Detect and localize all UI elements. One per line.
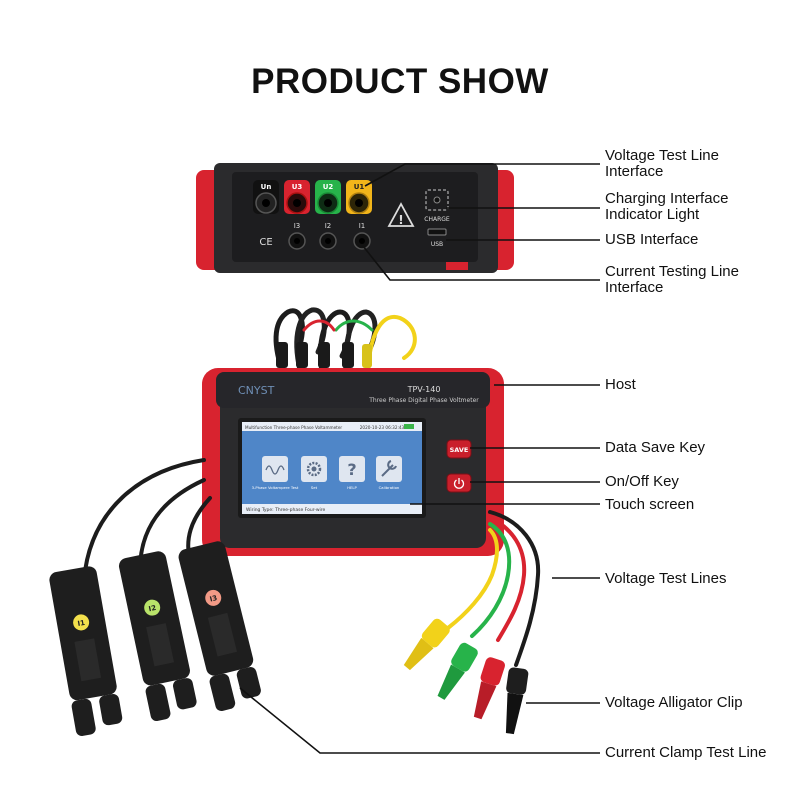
voltage-test-lines [446,510,541,667]
callout-on-off-key: On/Off Key [605,474,679,490]
model-name: TPV-140 [407,385,441,394]
touch-screen[interactable]: Multifunction Three-phase Phase Voltamme… [238,418,426,518]
callout-charging-interface: Charging Interface Indicator Light [605,191,728,223]
jack-label-un: Un [261,183,272,191]
device-top-panel: Un U3 U2 U1 I3 I2 I1 CE [196,163,514,273]
callout-line: Voltage Test Line [605,147,719,164]
menu-tile-help[interactable]: ? HELP [339,456,365,490]
menu-tile-set[interactable]: Set [301,456,327,490]
menu-label-set: Set [311,485,318,490]
top-cables [273,307,417,375]
voltage-jack-un [253,180,279,214]
usb-label: USB [431,241,443,248]
brand-logo: CNYST [238,384,275,397]
menu-tile-voltampere[interactable]: 3-Phase Voltampere Test [252,456,299,490]
callout-current-testing-line-interface: Current Testing Line Interface [605,264,739,296]
current-jack-i3 [288,232,306,250]
callout-current-clamp-test-line: Current Clamp Test Line [605,745,766,761]
callout-leader-lines [239,163,600,754]
callout-line: USB Interface [605,231,699,248]
charge-label: CHARGE [424,216,450,223]
jack-label-i1: I1 [359,222,366,230]
model-subtitle: Three Phase Digital Phase Voltmeter [368,397,479,404]
question-icon: ? [347,460,356,479]
callout-line: Host [605,376,636,393]
alligator-clip-yellow [403,618,450,671]
voltage-jack-u1 [346,180,372,214]
callout-line: Voltage Test Lines [605,570,727,587]
host-device: CNYST TPV-140 Three Phase Digital Phase … [202,368,504,556]
current-jack-i1 [353,232,371,250]
callout-line: On/Off Key [605,473,679,490]
warning-icon: ! [387,202,415,227]
current-jack-i2 [319,232,337,250]
save-button[interactable]: SAVE [446,439,472,459]
jack-label-u1: U1 [354,183,365,191]
wrench-icon [381,460,397,477]
battery-icon [404,424,414,429]
menu-label-voltampere: 3-Phase Voltampere Test [252,485,299,490]
callout-line: Data Save Key [605,439,706,456]
callout-line: Touch screen [605,496,695,513]
callout-line: Interface [605,279,664,296]
jack-label-u2: U2 [323,183,334,191]
callout-host: Host [605,377,636,393]
power-icon [453,478,465,489]
gear-icon [306,461,322,477]
callout-usb-interface: USB Interface [605,232,698,248]
menu-label-calibration: Calibration [379,485,400,490]
jack-label-i3: I3 [294,222,301,230]
current-clamp-i2: I2 [118,551,197,722]
current-clamp-i1: I1 [49,566,123,736]
jack-label-u3: U3 [292,183,303,191]
screen-footer: Wiring Type: Three-phase Four-wire [246,507,326,513]
jack-label-i2: I2 [325,222,332,230]
clamp-label-i2: I2 [148,604,157,613]
callout-line: Voltage Alligator Clip [605,694,743,711]
callout-line: Indicator Light [605,206,700,223]
menu-tile-calibration[interactable]: Calibration [376,456,402,490]
callout-voltage-test-line-interface: Voltage Test Line Interface [605,148,719,180]
callout-voltage-test-lines: Voltage Test Lines [605,571,726,587]
screen-header-title: Multifunction Three-phase Phase Voltamme… [245,425,342,430]
svg-text:!: ! [398,213,403,227]
save-button-label: SAVE [450,446,469,454]
callout-touch-screen: Touch screen [605,497,694,513]
alligator-clip-black [505,667,529,735]
alligator-clip-green [437,642,478,700]
voltage-jack-u3 [284,180,310,214]
callout-line: Current Testing Line [605,263,739,280]
clamp-label-i1: I1 [77,619,86,628]
callout-line: Charging Interface [605,190,729,207]
callout-data-save-key: Data Save Key [605,440,705,456]
waveform-icon [265,465,285,475]
callout-line: Current Clamp Test Line [605,744,767,761]
usb-port-icon [427,228,447,236]
menu-label-help: HELP [347,485,357,490]
alligator-clip-red [473,657,506,720]
callout-line: Interface [605,163,664,180]
screen-header-time: 2020-10-23 06:32:43 [360,425,405,430]
ce-mark: CE [259,237,272,248]
voltage-jack-u2 [315,180,341,214]
clamp-label-i3: I3 [209,594,218,604]
page-title: PRODUCT SHOW [251,62,549,101]
callout-voltage-alligator-clip: Voltage Alligator Clip [605,695,743,711]
power-button[interactable] [446,473,472,493]
